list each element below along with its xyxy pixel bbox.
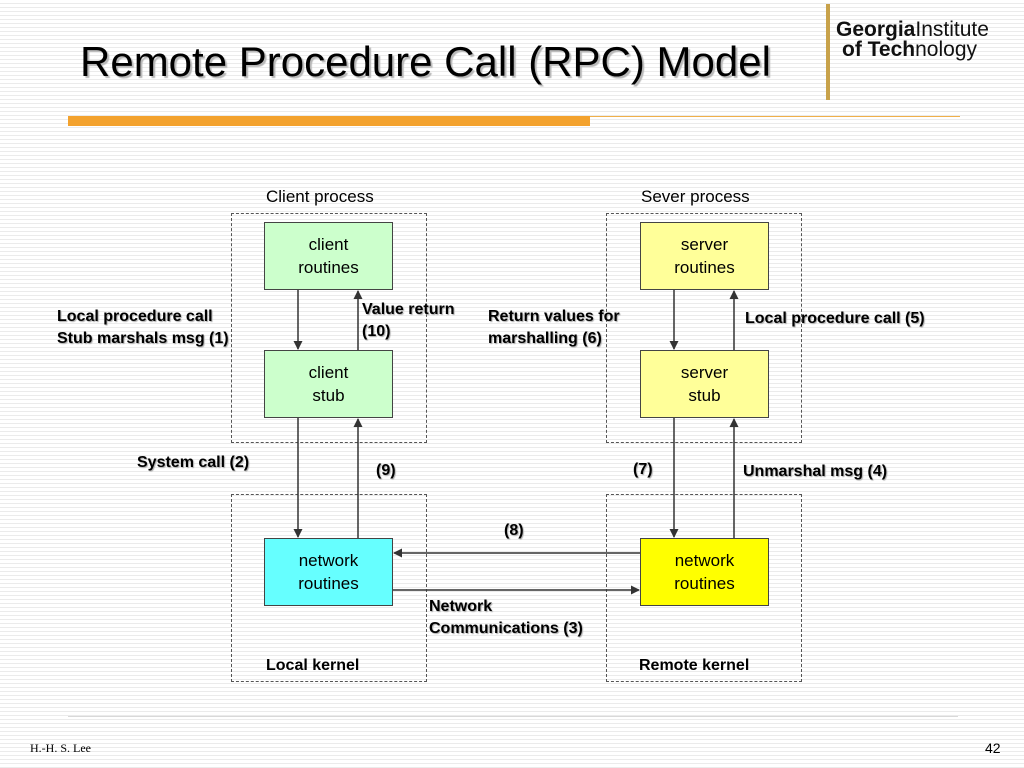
label-step-8: (8) [504, 522, 524, 539]
logo-tower-line [826, 4, 830, 100]
label-system-call: System call (2) [137, 454, 250, 471]
local-kernel-container [231, 494, 427, 682]
client-network-routines-box: network routines [264, 538, 393, 606]
server-routines-box: server routines [640, 222, 769, 290]
page-number: 42 [985, 740, 1001, 756]
logo-line-1: GeorgiaInstitute [836, 18, 989, 41]
local-kernel-label: Local kernel [266, 657, 360, 674]
remote-kernel-label: Remote kernel [639, 657, 750, 674]
slide-title: Remote Procedure Call (RPC) Model [80, 38, 771, 85]
label-unmarshal: Unmarshal msg (4) [743, 463, 888, 480]
label-step-7: (7) [633, 461, 653, 478]
server-network-routines-box: network routines [640, 538, 769, 606]
footer-divider [68, 716, 958, 717]
title-underline-bar [68, 116, 590, 126]
logo-line-2: of Technology [842, 38, 978, 61]
server-stub-box: server stub [640, 350, 769, 418]
footer-author: H.-H. S. Lee [30, 741, 91, 755]
client-routines-box: client routines [264, 222, 393, 290]
label-value-return: Value return (10) [362, 301, 455, 340]
remote-kernel-container [606, 494, 802, 682]
label-local-procedure-call: Local procedure call Stub marshals msg (… [57, 308, 229, 347]
client-process-label: Client process [266, 187, 374, 206]
title-underline-thin [590, 116, 960, 117]
label-step-9: (9) [376, 462, 396, 479]
label-return-values: Return values for marshalling (6) [488, 308, 620, 347]
client-stub-box: client stub [264, 350, 393, 418]
server-process-container [606, 213, 802, 443]
label-network-communications: Network Communications (3) [429, 598, 583, 637]
client-process-container [231, 213, 427, 443]
label-server-local-call: Local procedure call (5) [745, 310, 925, 327]
server-process-label: Sever process [641, 187, 750, 206]
